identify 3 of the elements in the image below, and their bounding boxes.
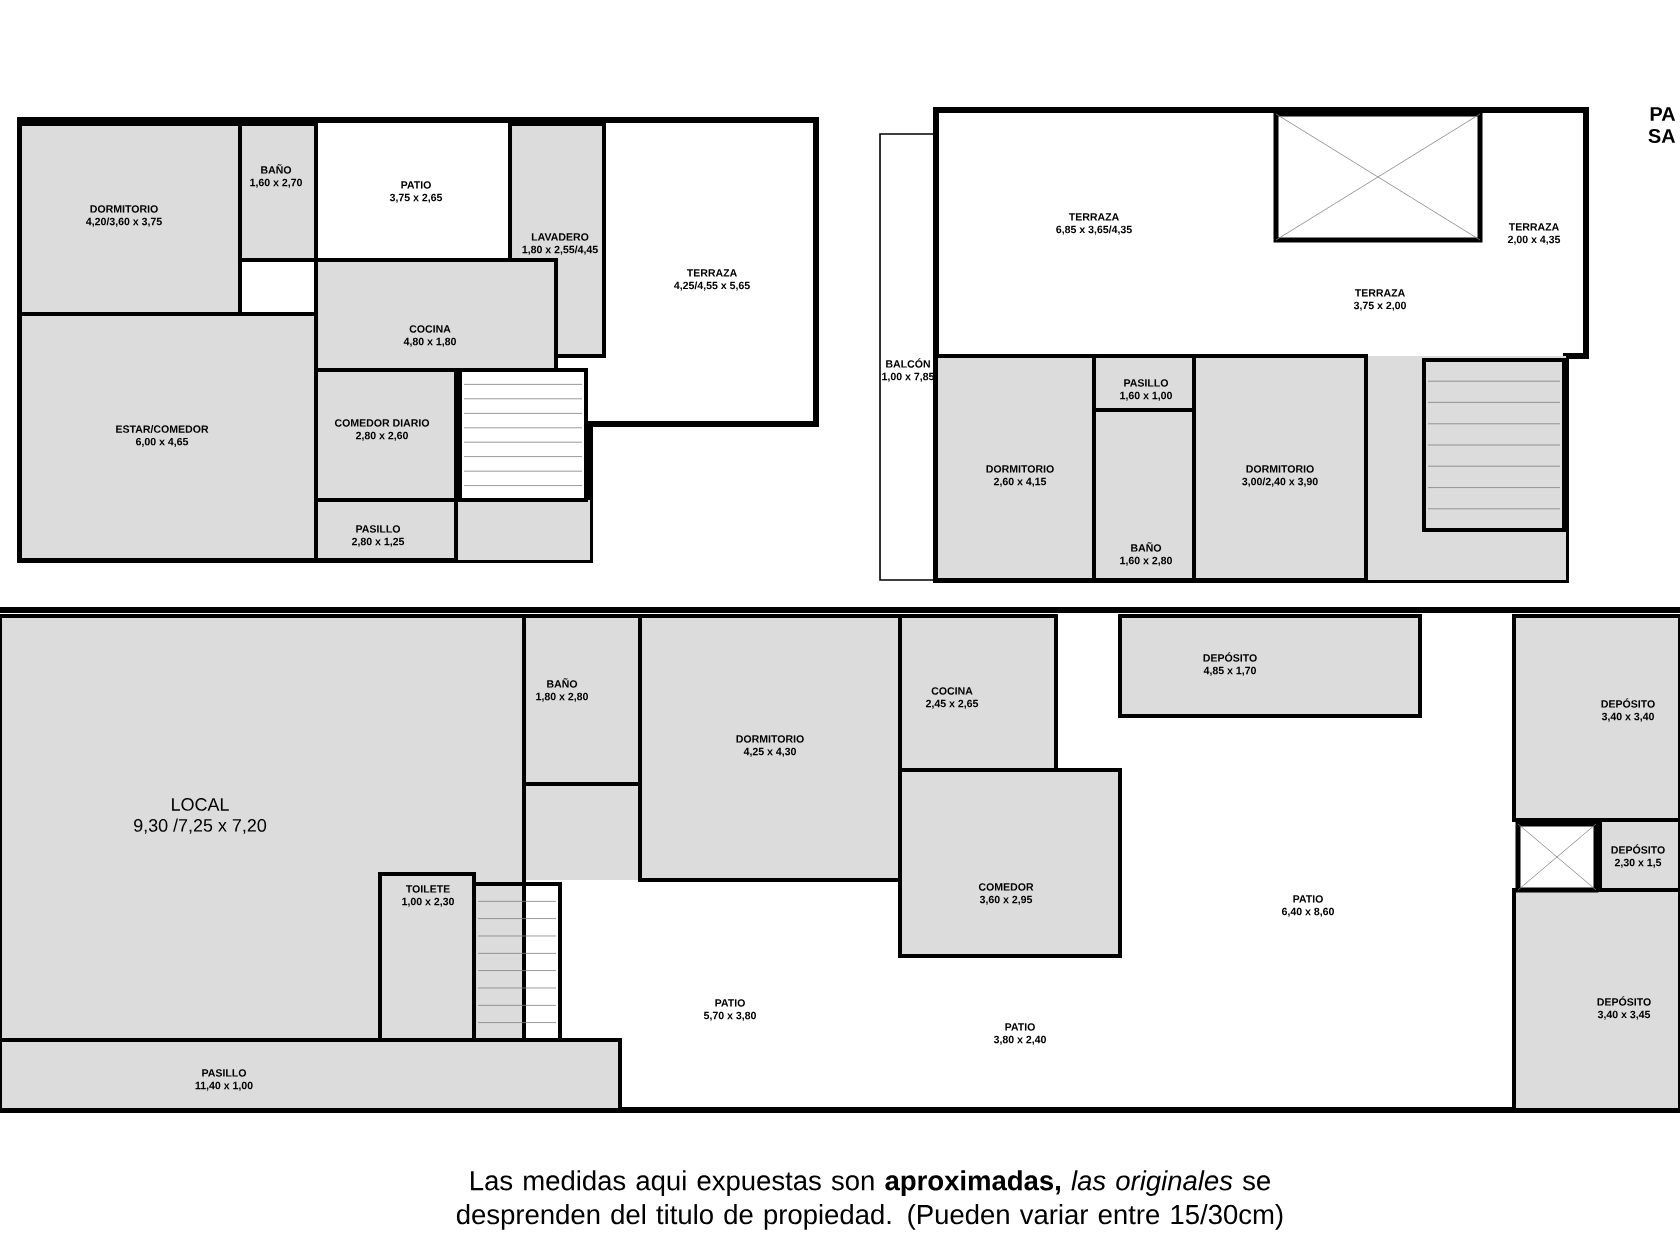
plan-label: SA	[1648, 128, 1676, 144]
caption: Las medidas aqui expuestas son aproximadas, las originales se desprenden del titulo de propiedad. (Pueden variar entre 15/30cm)	[456, 1170, 1283, 1230]
plan-label: PA	[1650, 107, 1676, 121]
